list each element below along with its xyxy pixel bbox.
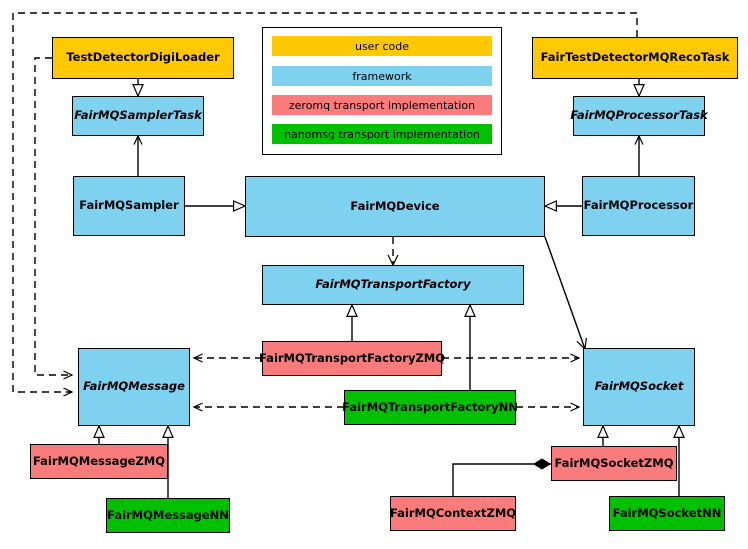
class-label: FairMQSamplerTask xyxy=(74,108,202,123)
class-label: FairMQMessageNN xyxy=(107,507,229,522)
edge-outer-dependency-to-message xyxy=(12,12,638,397)
legend-item-zeromq: zeromq transport implementation xyxy=(272,95,492,115)
class-node-FairMQMessageNN[interactable]: FairMQMessageNN xyxy=(106,498,230,533)
edge-device-association-socket xyxy=(544,236,587,351)
class-node-FairMQSocketZMQ[interactable]: FairMQSocketZMQ xyxy=(551,446,677,481)
legend-item-nanomsg: nanomsg transport implementation xyxy=(272,124,492,144)
class-node-FairMQSocket[interactable]: FairMQSocket xyxy=(583,348,695,426)
class-node-FairMQSampler[interactable]: FairMQSampler xyxy=(73,176,185,236)
class-node-FairMQTransportFactory[interactable]: FairMQTransportFactory xyxy=(262,265,524,305)
class-label: FairMQSocket xyxy=(594,379,684,394)
class-node-TestDetectorDigiLoader[interactable]: TestDetectorDigiLoader xyxy=(52,37,234,79)
class-label: FairMQDevice xyxy=(350,198,440,213)
edge-contextzmq-composition-socketzmq xyxy=(452,458,551,496)
class-label: FairMQTransportFactory xyxy=(315,277,471,292)
class-node-FairMQProcessor[interactable]: FairMQProcessor xyxy=(582,176,695,236)
class-label: FairMQTransportFactoryZMQ xyxy=(259,350,446,365)
legend-label-zeromq: zeromq transport implementation xyxy=(288,98,476,112)
class-node-FairTestDetectorMQRecoTask[interactable]: FairTestDetectorMQRecoTask xyxy=(532,37,738,79)
class-label: FairMQProcessorTask xyxy=(570,108,708,123)
class-label: FairTestDetectorMQRecoTask xyxy=(540,50,730,65)
legend-item-framework: framework xyxy=(272,66,492,86)
class-label: TestDetectorDigiLoader xyxy=(66,50,220,65)
legend-item-user-code: user code xyxy=(272,36,492,56)
class-label: FairMQMessageZMQ xyxy=(32,453,166,468)
legend-label-user-code: user code xyxy=(354,39,410,53)
class-node-FairMQMessage[interactable]: FairMQMessage xyxy=(78,348,190,426)
class-node-FairMQTransportFactoryNN[interactable]: FairMQTransportFactoryNN xyxy=(342,390,518,425)
class-label: FairMQSocketZMQ xyxy=(554,455,674,470)
legend-label-nanomsg: nanomsg transport implementation xyxy=(284,127,480,141)
class-node-FairMQMessageZMQ[interactable]: FairMQMessageZMQ xyxy=(30,444,168,479)
class-node-FairMQProcessorTask[interactable]: FairMQProcessorTask xyxy=(570,96,708,136)
class-label: FairMQSampler xyxy=(79,198,179,213)
legend-label-framework: framework xyxy=(352,69,412,83)
class-node-FairMQDevice[interactable]: FairMQDevice xyxy=(245,176,545,237)
class-label: FairMQTransportFactoryNN xyxy=(342,399,518,414)
class-label: FairMQMessage xyxy=(83,379,185,394)
edge-digiloader-dependency-to-message xyxy=(34,57,74,380)
class-label: FairMQSocketNN xyxy=(612,505,722,520)
class-label: FairMQContextZMQ xyxy=(389,505,517,520)
class-node-FairMQSamplerTask[interactable]: FairMQSamplerTask xyxy=(72,96,204,136)
class-node-FairMQTransportFactoryZMQ[interactable]: FairMQTransportFactoryZMQ xyxy=(259,341,446,376)
class-label: FairMQProcessor xyxy=(583,198,694,213)
class-node-FairMQContextZMQ[interactable]: FairMQContextZMQ xyxy=(390,496,516,531)
class-node-FairMQSocketNN[interactable]: FairMQSocketNN xyxy=(609,496,725,531)
